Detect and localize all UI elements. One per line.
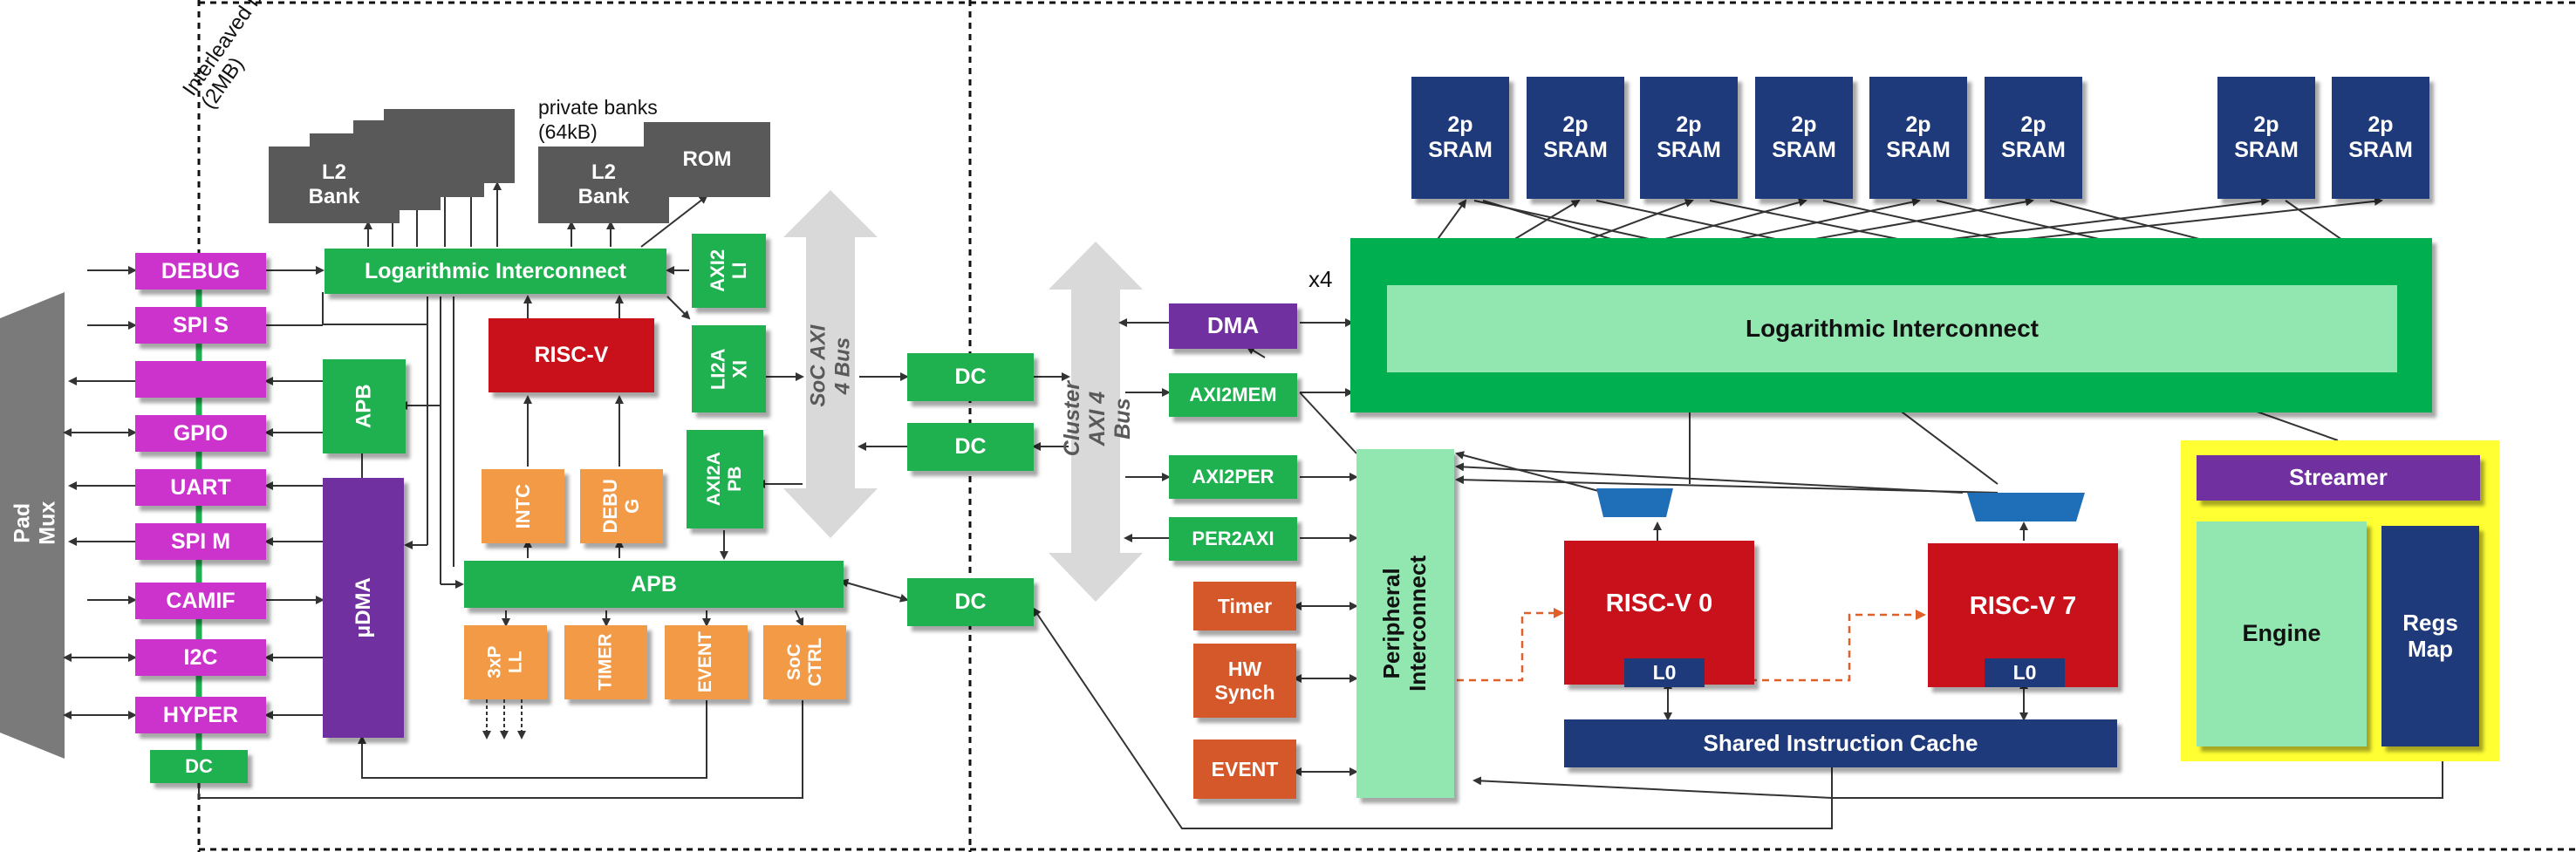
soc-apb-bus: APB bbox=[464, 561, 844, 608]
sram-bank: 2p SRAM bbox=[1411, 77, 1509, 199]
sram-bank: 2p SRAM bbox=[1755, 77, 1853, 199]
dc-bottom: DC bbox=[150, 750, 248, 783]
shared-instruction-cache: Shared Instruction Cache bbox=[1564, 719, 2117, 767]
engine: Engine bbox=[2197, 521, 2367, 746]
demux-core7 bbox=[1967, 493, 2085, 521]
gpio-peripheral: GPIO bbox=[135, 415, 266, 452]
i2c-peripheral: I2C bbox=[135, 639, 266, 676]
hyper-peripheral: HYPER bbox=[135, 697, 266, 733]
intc-block: INTC bbox=[482, 469, 564, 543]
debug-peripheral: DEBUG bbox=[135, 253, 266, 290]
dc-1: DC bbox=[907, 353, 1034, 401]
l0-cache-core7: L0 bbox=[1985, 658, 2065, 687]
soc-event-block: EVENT bbox=[665, 625, 748, 699]
cluster-logarithmic-interconnect: Logarithmic Interconnect bbox=[1387, 285, 2397, 372]
sram-bank: 2p SRAM bbox=[1527, 77, 1624, 199]
dc-3: DC bbox=[907, 578, 1034, 626]
sram-bank: 2p SRAM bbox=[2332, 77, 2429, 199]
pll-outputs bbox=[482, 699, 526, 740]
sram-bank: 2p SRAM bbox=[1640, 77, 1738, 199]
regs-map: Regs Map bbox=[2381, 526, 2479, 746]
spi-slave-peripheral: SPI S bbox=[135, 307, 266, 344]
soc-logarithmic-interconnect: Logarithmic Interconnect bbox=[325, 249, 666, 294]
debug-core-block: DEBU G bbox=[580, 469, 663, 543]
l2-bank-interleaved: L2 Bank bbox=[269, 147, 400, 223]
sram-bank: 2p SRAM bbox=[1985, 77, 2082, 199]
cluster-timer: Timer bbox=[1193, 582, 1296, 630]
dc-2: DC bbox=[907, 423, 1034, 471]
cluster-dma: DMA bbox=[1169, 303, 1297, 349]
soc-timer-block: TIMER bbox=[564, 625, 647, 699]
soc-axi-bus: SoC AXI 4 Bus bbox=[806, 325, 854, 407]
axi2apb-bridge: AXI2A PB bbox=[687, 430, 763, 528]
pad-mux-shape bbox=[0, 292, 65, 759]
soc-apb-small: APB bbox=[323, 359, 406, 453]
axi2per-bridge: AXI2PER bbox=[1169, 455, 1297, 499]
private-banks-label: private banks (64kB) bbox=[538, 96, 658, 143]
sram-bank: 2p SRAM bbox=[2217, 77, 2315, 199]
soc-ctrl-block: SoC CTRL bbox=[763, 625, 846, 699]
per2axi-bridge: PER2AXI bbox=[1169, 517, 1297, 561]
l2-bank-private: L2 Bank bbox=[538, 147, 669, 223]
cluster-axi-bus: Cluster AXI 4 Bus bbox=[1059, 380, 1135, 457]
pll-block: 3xP LL bbox=[464, 625, 547, 699]
udma-block: μDMA bbox=[323, 478, 404, 738]
soc-axi-bus-shape bbox=[783, 190, 878, 538]
pad-mux: Pad Mux bbox=[10, 501, 59, 545]
region-boundaries bbox=[197, 0, 2576, 852]
x4-label: x4 bbox=[1308, 266, 1333, 292]
li2axi-bridge: LI2A XI bbox=[692, 325, 766, 412]
camif-peripheral: CAMIF bbox=[135, 583, 266, 619]
cluster-axi-bus-shape bbox=[1049, 242, 1143, 602]
soc-riscv-core: RISC-V bbox=[489, 318, 654, 392]
cluster-event: EVENT bbox=[1193, 740, 1296, 799]
streamer: Streamer bbox=[2197, 455, 2480, 501]
uart-peripheral: UART bbox=[135, 469, 266, 506]
unlabeled-peripheral bbox=[135, 361, 266, 398]
demux-core0 bbox=[1596, 488, 1673, 517]
sram-bank: 2p SRAM bbox=[1869, 77, 1967, 199]
axi2mem-bridge: AXI2MEM bbox=[1169, 373, 1297, 417]
axi2li-bridge: AXI2 LI bbox=[692, 234, 766, 308]
l0-cache-core0: L0 bbox=[1624, 658, 1705, 687]
spi-master-peripheral: SPI M bbox=[135, 523, 266, 560]
peripheral-interconnect: Peripheral Interconnect bbox=[1356, 449, 1454, 798]
hw-synch: HW Synch bbox=[1193, 644, 1296, 718]
